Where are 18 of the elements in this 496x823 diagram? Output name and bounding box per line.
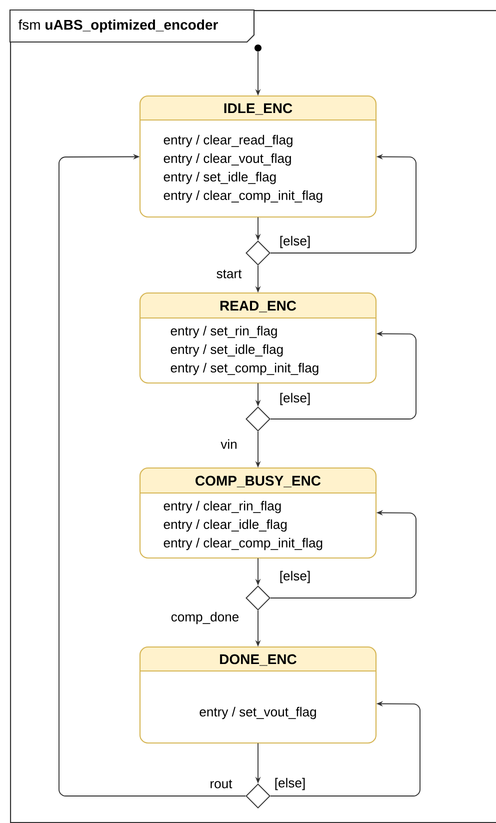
edge-label: comp_done bbox=[170, 610, 240, 626]
edge-label: [else] bbox=[278, 392, 312, 406]
edge-label: start bbox=[214, 268, 244, 280]
decision-diamond bbox=[246, 784, 270, 808]
edge-label: vin bbox=[219, 438, 239, 450]
edge-label: rout bbox=[208, 778, 234, 790]
state-box: DONE_ENC entry / set_vout_flag bbox=[139, 646, 377, 744]
initial-dot bbox=[254, 44, 262, 52]
state-box: IDLE_ENC entry / clear_read_flag entry / clear_vout_flag entry / set_idle_flag entry / clear_comp_init_flag bbox=[139, 95, 377, 218]
decision-diamond bbox=[246, 240, 270, 266]
edge-label: [else] bbox=[278, 234, 312, 250]
arrow bbox=[58, 154, 246, 796]
state-box: READ_ENC entry / set_rin_flag entry / set_idle_flag entry / set_comp_init_flag bbox=[139, 292, 377, 384]
state-box: COMP_BUSY_ENC entry / clear_rin_flag entry / clear_idle_flag entry / clear_comp_init_flag bbox=[139, 467, 377, 559]
edge-label: [else] bbox=[273, 776, 307, 792]
decision-diamond bbox=[246, 586, 270, 610]
edge-label: [else] bbox=[278, 570, 312, 584]
decision-diamond bbox=[246, 406, 270, 432]
